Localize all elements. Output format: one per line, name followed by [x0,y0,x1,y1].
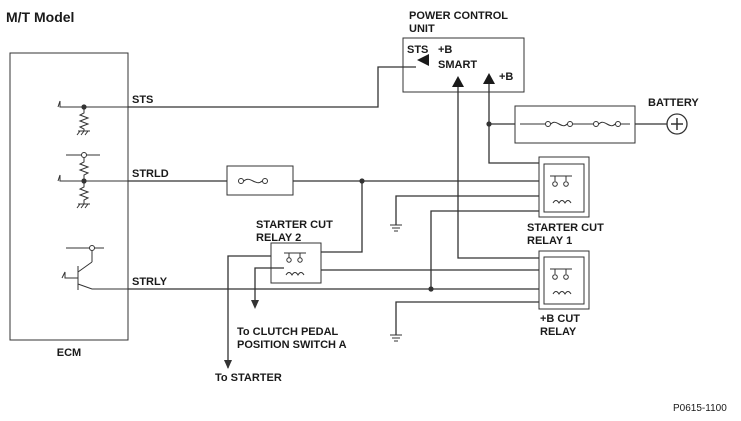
wiring [128,66,667,369]
ecm-strly-transistor [61,245,128,290]
battery: BATTERY [648,97,699,135]
strld-fuse [226,165,294,196]
power-control-unit: POWER CONTROL UNIT STS +B SMART +B [402,10,525,93]
pcu-pin-sts: STS [407,44,428,56]
relay-coil-icon [285,272,305,276]
ecm: ECM [9,52,129,359]
fuse-icon [550,121,568,127]
pcu-b-arrow-icon [483,73,495,84]
figure-id: P0615-1100 [673,403,727,414]
relay-coil-icon [552,200,572,204]
pcu-box [402,37,525,93]
pcu-pin-b2: +B [499,71,513,83]
to-starter-label: To STARTER [215,372,282,384]
pcu-sts-arrow-icon [417,54,429,66]
clutch-switch-label-line1: To CLUTCH PEDAL [237,326,339,338]
signal-sts-label: STS [132,94,153,106]
signal-strld-label: STRLD [132,168,169,180]
b-cut-relay: +B CUT RELAY [538,250,590,338]
clutch-switch-label-line2: POSITION SWITCH A [237,339,347,351]
bcut-relay-label-line2: RELAY [540,326,577,338]
relay-coil-icon [552,291,572,295]
fuse-icon [598,121,616,127]
fuse-icon [243,178,263,184]
relay2-label-line1: STARTER CUT [256,219,333,231]
pcu-smart-arrow-icon [452,76,464,87]
starter-cut-relay-2: STARTER CUT RELAY 2 [256,219,333,284]
relay1-label-line1: STARTER CUT [527,222,604,234]
bcut-relay-label-line1: +B CUT [540,313,580,325]
starter-cut-relay-1: STARTER CUT RELAY 1 [527,156,604,247]
diagram-title: M/T Model [6,9,74,25]
relay2-label-line2: RELAY 2 [256,232,301,244]
relay1-label-line2: RELAY 1 [527,235,572,247]
pcu-pin-b1: +B [438,44,452,56]
ecm-box [9,52,129,341]
battery-label: BATTERY [648,97,699,109]
pcu-label-line1: POWER CONTROL [409,10,508,22]
pcu-pin-smart: SMART [438,59,477,71]
ecm-strld-circuit [57,152,128,209]
ecm-label: ECM [57,347,81,359]
ecm-sts-circuit [57,100,128,136]
pcu-label-line2: UNIT [409,23,435,35]
signal-strly-label: STRLY [132,276,168,288]
battery-fuse-block [514,105,636,144]
